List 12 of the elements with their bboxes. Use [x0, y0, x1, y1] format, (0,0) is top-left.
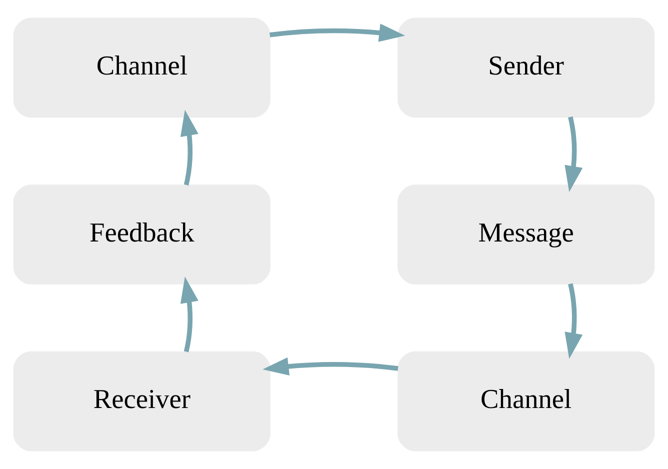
- arrow: [180, 110, 198, 186]
- node-box: Channel: [398, 351, 655, 452]
- node-box: Message: [398, 184, 655, 284]
- arrow: [180, 276, 198, 352]
- node-box: Channel: [13, 18, 270, 118]
- node-box: Sender: [398, 18, 655, 118]
- node-box: Feedback: [13, 184, 270, 284]
- arrow: [564, 283, 583, 359]
- arrow: [564, 116, 583, 192]
- node-box: Receiver: [13, 351, 270, 452]
- arrow: [270, 24, 406, 42]
- arrow: [262, 357, 398, 376]
